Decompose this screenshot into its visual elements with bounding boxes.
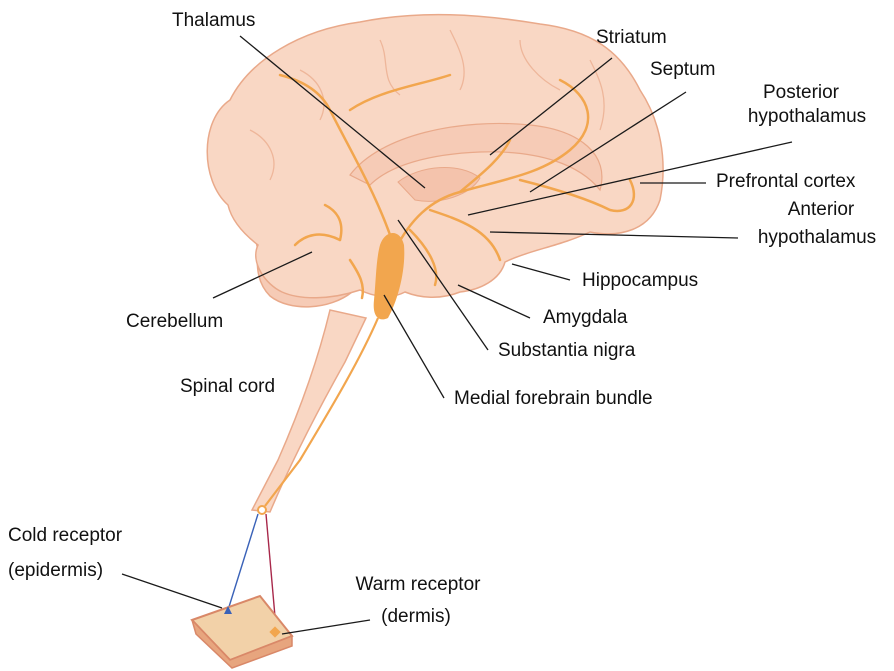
label-spinal-cord: Spinal cord	[180, 376, 275, 398]
label-anterior-hypothalamus-line1: Anterior	[766, 199, 876, 221]
cold-fiber	[228, 514, 258, 610]
spinal-ganglion	[258, 506, 266, 514]
leader-warm-receptor	[282, 620, 370, 634]
label-cold-receptor-line1: Cold receptor	[8, 525, 122, 547]
label-septum: Septum	[650, 59, 715, 81]
label-warm-receptor-line2: (dermis)	[366, 606, 466, 628]
label-cerebellum: Cerebellum	[126, 311, 223, 333]
label-substantia-nigra: Substantia nigra	[498, 340, 635, 362]
label-medial-forebrain-bundle: Medial forebrain bundle	[454, 388, 653, 410]
label-posterior-hypothalamus-line1: Posterior	[746, 82, 856, 104]
label-posterior-hypothalamus-line2: hypothalamus	[732, 106, 882, 128]
label-hippocampus: Hippocampus	[582, 270, 698, 292]
leader-hippocampus	[512, 264, 570, 280]
label-cold-receptor-line2: (epidermis)	[8, 560, 103, 582]
label-amygdala: Amygdala	[543, 307, 628, 329]
label-anterior-hypothalamus-line2: hypothalamus	[742, 227, 892, 249]
label-striatum: Striatum	[596, 27, 667, 49]
leader-medial-forebrain-bundle	[384, 295, 444, 398]
spinal-cord-shape	[252, 310, 366, 512]
label-prefrontal-cortex: Prefrontal cortex	[716, 171, 855, 193]
label-warm-receptor-line1: Warm receptor	[338, 574, 498, 596]
leader-amygdala	[458, 285, 530, 318]
label-thalamus: Thalamus	[172, 10, 255, 32]
leader-cold-receptor	[122, 574, 222, 608]
